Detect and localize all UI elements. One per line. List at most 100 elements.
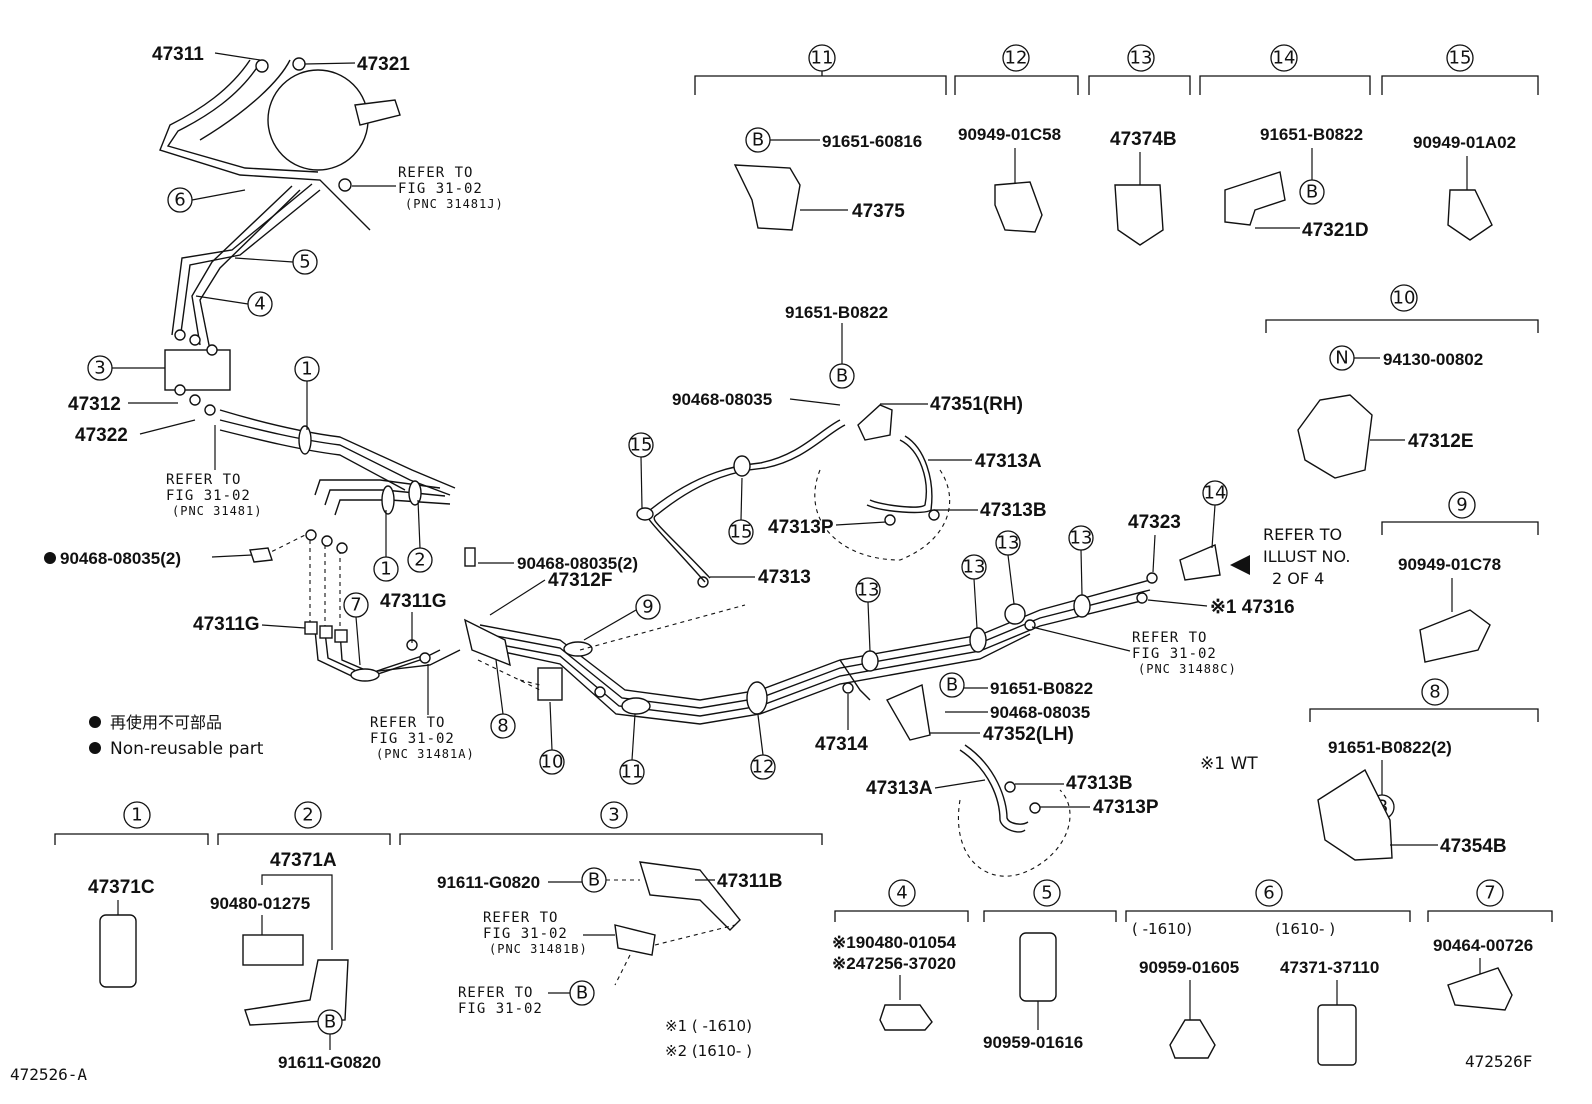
label-91611-g0820-g2: 91611-G0820 — [278, 1053, 381, 1072]
detail-group-1: 1 47371C — [54, 801, 209, 988]
group-3-num: 3 — [608, 805, 619, 826]
label-47374b: 47374B — [1110, 129, 1177, 150]
label-90959-01616: 90959-01616 — [983, 1033, 1083, 1052]
detail-group-5: 5 90959-01616 — [983, 879, 1117, 1052]
group-6-num: 6 — [1263, 883, 1274, 904]
label-47313p: 47313P — [768, 517, 834, 538]
footer-right-code: 472526F — [1465, 1052, 1532, 1071]
svg-text:B: B — [752, 130, 764, 151]
label-47312: 47312 — [68, 394, 121, 415]
group-2-num: 2 — [302, 805, 313, 826]
clamp-47371-shape — [1317, 1004, 1357, 1066]
callout-7: 7 — [350, 595, 361, 616]
svg-text:REFER TO: REFER TO — [1132, 630, 1207, 646]
callout-13a: 13 — [857, 580, 880, 601]
group-7-num: 7 — [1484, 883, 1495, 904]
bracket-47321d-shape — [1224, 171, 1286, 226]
callout-8: 8 — [497, 716, 508, 737]
refer-note-f: REFER TO FIG 31-02 — [458, 985, 543, 1017]
svg-text:REFER TO: REFER TO — [483, 910, 558, 926]
callout-14: 14 — [1204, 483, 1227, 504]
svg-text:FIG 31-02: FIG 31-02 — [483, 926, 568, 942]
label-90949-01a02: 90949-01A02 — [1413, 133, 1516, 152]
svg-text:(PNC 31481B): (PNC 31481B) — [489, 942, 588, 956]
refer-note-d: REFER TO FIG 31-02 (PNC 31488C) — [1132, 630, 1237, 676]
clamp-47375-shape — [733, 164, 801, 231]
label-47313a: 47313A — [975, 451, 1042, 472]
note-2: ※2 (1610- ) — [665, 1042, 752, 1060]
label-47311g-upper: 47311G — [380, 591, 447, 612]
svg-text:(PNC 31488C): (PNC 31488C) — [1138, 662, 1237, 676]
label-90468-08035-center: 90468-08035 — [672, 390, 772, 409]
detail-group-14: 14 91651-B0822 B 47321D — [1199, 44, 1371, 241]
brake-booster-shape — [267, 69, 369, 171]
svg-text:REFER TO: REFER TO — [458, 985, 533, 1001]
legend-text-en: Non-reusable part — [110, 739, 264, 759]
svg-text:FIG 31-02: FIG 31-02 — [458, 1001, 543, 1017]
detail-group-6: 6 ( -1610) (1610- ) 90959-01605 47371-37… — [1125, 879, 1411, 1066]
junction-block-shape — [164, 349, 231, 391]
group-8-num: 8 — [1429, 682, 1440, 703]
callout-9: 9 — [642, 597, 653, 618]
group-1-num: 1 — [131, 805, 142, 826]
clamp-47371c-shape — [99, 914, 137, 988]
block-3-shape — [614, 924, 656, 956]
master-cylinder-shape — [354, 99, 401, 126]
group-15-num: 15 — [1449, 48, 1472, 69]
label-47312f: 47312F — [548, 570, 612, 591]
label-91651-b0822-center: 91651-B0822 — [785, 303, 888, 322]
label-47316: ※1 47316 — [1210, 597, 1295, 618]
b-marker-center — [829, 363, 855, 389]
svg-text:B: B — [946, 675, 958, 696]
label-91651-b0822-g14: 91651-B0822 — [1260, 125, 1363, 144]
bracket-47371a-shape — [244, 959, 349, 1026]
detail-group-9: 9 90949-01C78 — [1381, 491, 1539, 663]
refer-illust-note: REFER TO ILLUST NO. 2 OF 4 — [1263, 525, 1350, 588]
detail-group-10: 10 N 94130-00802 47312E — [1265, 284, 1539, 479]
left-line-area — [249, 479, 461, 682]
svg-text:FIG 31-02: FIG 31-02 — [370, 731, 455, 747]
bracket-47354b-shape — [1317, 768, 1393, 861]
label-47371a: 47371A — [270, 850, 337, 871]
detail-group-2: 2 47371A 90480-01275 B 91611-G0820 — [210, 801, 391, 1072]
legend-text-jp: 再使用不可部品 — [110, 713, 222, 732]
detail-group-12: 12 90949-01C58 — [954, 44, 1079, 233]
legend-dot-2 — [89, 742, 101, 754]
clamp-90480-shape — [242, 934, 304, 966]
callout-9-circle — [635, 594, 661, 620]
svg-text:(PNC 31481A): (PNC 31481A) — [376, 747, 475, 761]
svg-text:FIG 31-02: FIG 31-02 — [398, 181, 483, 197]
grommet-4-shape — [879, 1004, 933, 1031]
callout-6: 6 — [174, 190, 185, 211]
label-247256-37020: ※247256-37020 — [832, 954, 956, 973]
clamp-5-shape — [1019, 932, 1057, 1002]
svg-text:(PNC 31481J): (PNC 31481J) — [405, 197, 504, 211]
callout-15b: 15 — [730, 522, 753, 543]
callout-15a: 15 — [630, 435, 653, 456]
label-47313b-lh: 47313B — [1066, 773, 1133, 794]
group-5-num: 5 — [1041, 883, 1052, 904]
detail-group-3: 3 91611-G0820 B 47311B REFER TO FIG 31-0… — [399, 801, 823, 1060]
n-marker: N — [1335, 348, 1348, 369]
svg-text:(PNC 31481): (PNC 31481) — [172, 504, 262, 518]
clamp-15-shape — [1447, 189, 1493, 241]
label-90480-01275: 90480-01275 — [210, 894, 310, 913]
svg-text:B: B — [1306, 182, 1318, 203]
svg-text:2 OF 4: 2 OF 4 — [1272, 569, 1324, 588]
clamp-47374b-shape — [1114, 184, 1164, 246]
clamp-9-shape — [1419, 609, 1491, 663]
refer-note-c: REFER TO FIG 31-02 (PNC 31481A) — [370, 715, 475, 761]
callout-2: 2 — [414, 550, 425, 571]
group-9-num: 9 — [1456, 495, 1467, 516]
wt-note: ※1 WT — [1200, 754, 1258, 774]
svg-text:REFER TO: REFER TO — [166, 472, 241, 488]
label-91611-g0820-g3: 91611-G0820 — [437, 873, 540, 892]
label-190480-01054: ※190480-01054 — [832, 933, 956, 952]
detail-group-8: 8 91651-B0822(2) B 47354B — [1309, 678, 1539, 861]
label-90468-08035-2-center: 90468-08035(2) — [517, 554, 638, 573]
svg-text:REFER TO: REFER TO — [398, 165, 473, 181]
label-47313b: 47313B — [980, 500, 1047, 521]
callout-3: 3 — [94, 358, 105, 379]
